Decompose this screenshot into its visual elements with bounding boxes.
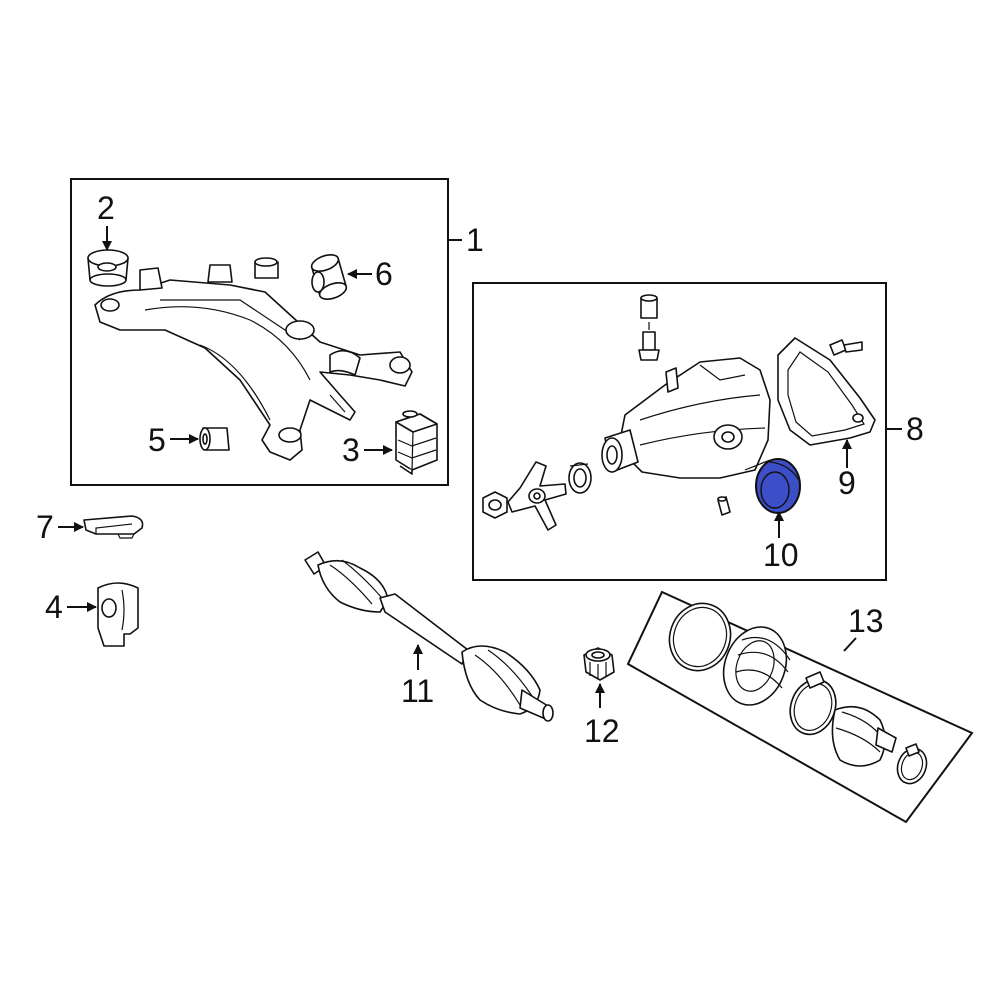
- differential-housing-part[interactable]: [601, 357, 771, 479]
- boot-large-part[interactable]: [713, 618, 797, 714]
- boot-small-part[interactable]: [831, 705, 897, 767]
- driveshaft-11-part[interactable]: [304, 551, 554, 722]
- breather-part[interactable]: [638, 294, 660, 361]
- boot-clamp-large-part[interactable]: [783, 671, 843, 741]
- callout-9[interactable]: 9: [838, 465, 856, 501]
- callout-5[interactable]: 5: [148, 422, 166, 458]
- cover-9-part[interactable]: [777, 337, 876, 446]
- differential-group-box: [472, 282, 887, 581]
- bracket-7-part[interactable]: [83, 515, 144, 539]
- callout-11[interactable]: 11: [401, 673, 434, 709]
- callout-3[interactable]: 3: [342, 432, 360, 468]
- flange-nut-part[interactable]: [482, 491, 508, 519]
- subframe-group-box: [70, 178, 449, 486]
- bushing-2-part[interactable]: [87, 249, 129, 287]
- callout-1[interactable]: 1: [466, 222, 484, 258]
- callout-12[interactable]: 12: [584, 713, 620, 749]
- differential-group: 8: [472, 282, 924, 581]
- callout-7[interactable]: 7: [36, 509, 54, 545]
- mount-4-part[interactable]: [97, 582, 139, 647]
- subframe-part[interactable]: [94, 257, 413, 461]
- flange-part[interactable]: [507, 461, 567, 531]
- bushing-5-part[interactable]: [199, 427, 230, 451]
- seal-10-inner: [760, 471, 790, 509]
- callout-2[interactable]: 2: [97, 190, 115, 226]
- boot-kit-group-box: [626, 590, 974, 824]
- callout-10[interactable]: 10: [763, 537, 799, 573]
- callout-13-leader: [843, 637, 857, 652]
- boot-clamp-small-part[interactable]: [893, 743, 932, 788]
- boot-ring-part[interactable]: [660, 595, 740, 679]
- callout-13[interactable]: 13: [848, 603, 884, 639]
- bolt-part[interactable]: [829, 339, 863, 356]
- callout-4[interactable]: 4: [45, 589, 63, 625]
- subframe-group: 1 2: [70, 178, 484, 486]
- boot-kit-group: 13: [626, 590, 974, 824]
- bushing-6-part[interactable]: [309, 252, 348, 303]
- shaft-seal-part[interactable]: [568, 462, 592, 494]
- callout-8[interactable]: 8: [906, 411, 924, 447]
- callout-6[interactable]: 6: [375, 256, 393, 292]
- plug-part[interactable]: [717, 496, 731, 516]
- seal-10-part[interactable]: [755, 458, 801, 514]
- mount-3-part[interactable]: [395, 410, 438, 475]
- nut-12-part[interactable]: [583, 647, 615, 681]
